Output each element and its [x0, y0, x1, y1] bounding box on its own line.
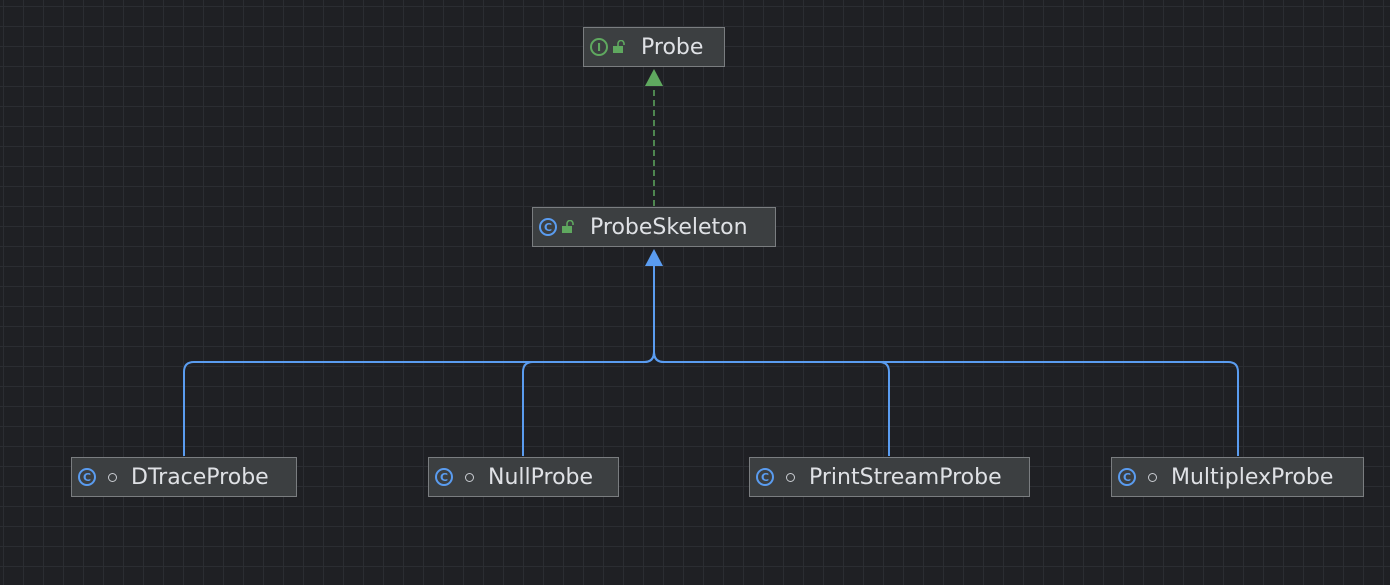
class-icon: C: [78, 468, 96, 486]
node-multiplex-probe[interactable]: C MultiplexProbe: [1111, 457, 1364, 497]
package-private-icon: [108, 472, 117, 482]
class-icon: C: [756, 468, 774, 486]
class-icon: C: [539, 218, 557, 236]
node-probe-skeleton-label: ProbeSkeleton: [590, 214, 748, 240]
extends-arrowhead: [645, 249, 663, 266]
node-printstream-probe[interactable]: C PrintStreamProbe: [749, 457, 1030, 497]
node-multiplex-probe-label: MultiplexProbe: [1171, 464, 1334, 490]
implements-edge-probeskeleton-probe[interactable]: [645, 69, 663, 206]
extends-edge-printstreamprobe[interactable]: [653, 351, 890, 456]
package-private-icon: [786, 472, 795, 482]
node-probe[interactable]: I Probe: [583, 27, 725, 67]
node-null-probe[interactable]: C NullProbe: [428, 457, 619, 497]
node-printstream-probe-label: PrintStreamProbe: [809, 464, 1002, 490]
node-probe-skeleton[interactable]: C ProbeSkeleton: [532, 207, 776, 247]
class-icon: C: [1118, 468, 1136, 486]
node-probe-label: Probe: [641, 34, 704, 60]
extends-edges: [183, 266, 1239, 456]
package-private-icon: [465, 472, 474, 482]
implements-arrowhead: [645, 69, 663, 86]
unlocked-padlock-icon: [562, 220, 574, 233]
interface-icon: I: [590, 38, 608, 56]
node-dtrace-probe-label: DTraceProbe: [131, 464, 269, 490]
node-dtrace-probe[interactable]: C DTraceProbe: [71, 457, 297, 497]
package-private-icon: [1148, 472, 1157, 482]
node-null-probe-label: NullProbe: [488, 464, 594, 490]
unlocked-padlock-icon: [613, 40, 625, 53]
class-icon: C: [435, 468, 453, 486]
extends-edge-nullprobe[interactable]: [522, 351, 655, 456]
extends-edge-multiplexprobe[interactable]: [653, 351, 1239, 456]
